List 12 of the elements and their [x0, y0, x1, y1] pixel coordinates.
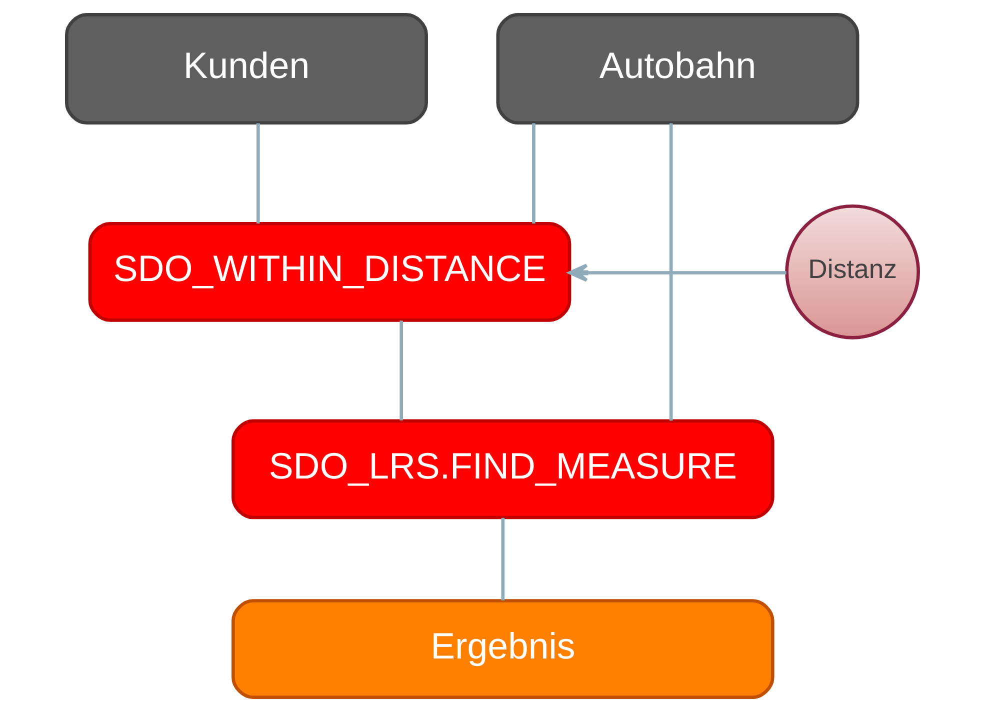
arrow — [568, 264, 786, 282]
node-box: SDO_LRS.FIND_MEASURE — [231, 419, 774, 520]
connector — [399, 320, 402, 420]
node-box: Autobahn — [496, 13, 859, 125]
connector — [532, 123, 535, 224]
connector — [500, 518, 504, 600]
node-box: Kunden — [64, 13, 428, 125]
node-circle: Distanz — [784, 204, 920, 340]
connector — [668, 123, 672, 421]
node-box: Ergebnis — [231, 599, 774, 699]
node-box: SDO_WITHIN_DISTANCE — [88, 222, 571, 322]
connector — [256, 123, 260, 224]
